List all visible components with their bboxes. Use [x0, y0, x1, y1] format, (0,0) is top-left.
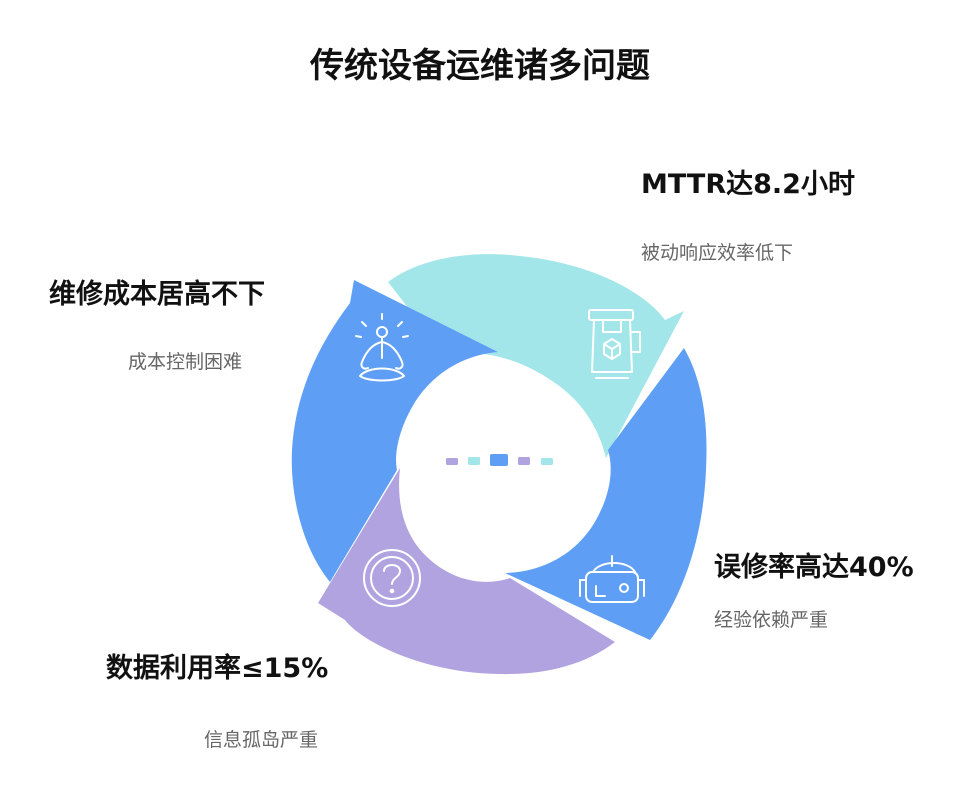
- question-icon: [363, 549, 421, 607]
- label-right: 误修率高达40%: [714, 552, 914, 583]
- sub-right: 经验依赖严重: [714, 609, 829, 631]
- center-dots: [446, 454, 553, 466]
- sub-left: 成本控制困难: [128, 351, 243, 373]
- sub-bottom: 信息孤岛严重: [204, 729, 319, 751]
- center-dot: [518, 457, 530, 465]
- label-left: 维修成本居高不下: [49, 279, 265, 310]
- diagram-title: 传统设备运维诸多问题: [310, 46, 650, 86]
- segment-left: [291, 280, 498, 582]
- appliance-icon: [588, 309, 641, 379]
- vr-headset-icon: [579, 555, 645, 603]
- label-bottom: 数据利用率≤15%: [106, 653, 329, 684]
- center-dot: [468, 457, 480, 465]
- segment-bottom: [318, 468, 615, 675]
- center-dot: [446, 458, 458, 465]
- center-dot: [490, 454, 508, 466]
- center-dot: [541, 458, 553, 465]
- sub-top: 被动响应效率低下: [641, 242, 794, 264]
- label-top: MTTR达8.2小时: [641, 169, 855, 200]
- meditation-icon: [355, 313, 409, 382]
- segment-right: [505, 348, 707, 640]
- segment-top: [388, 254, 684, 458]
